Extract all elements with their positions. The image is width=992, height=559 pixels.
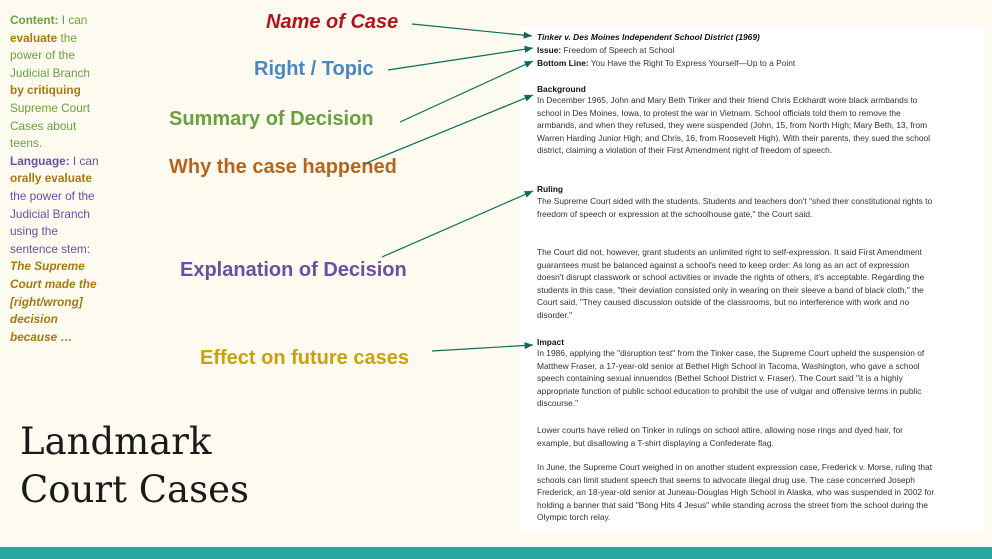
ruling-text-2: The Court did not, however, grant studen… — [537, 247, 925, 320]
arrow-explanation — [381, 190, 534, 258]
label-why: Why the case happened — [169, 156, 397, 178]
objective-text: I can — [69, 153, 99, 168]
arrow-name — [411, 23, 533, 39]
language-label: Language: — [10, 153, 70, 168]
ruling-heading: Ruling — [537, 184, 564, 194]
content-label: Content: — [10, 13, 59, 27]
issue-text: Freedom of Speech at School — [561, 45, 675, 55]
title-line: Landmark — [20, 420, 212, 463]
objective-text: the power of the Judicial Branch — [10, 30, 90, 80]
article-title: Tinker v. Des Moines Independent School … — [537, 32, 760, 42]
label-right-topic: Right / Topic — [254, 58, 374, 80]
arrow-summary — [399, 60, 534, 123]
article-issue: Issue: Freedom of Speech at School — [537, 44, 937, 57]
label-name-of-case: Name of Case — [266, 11, 399, 33]
objective-text: the power of the Judicial Branch using t… — [10, 188, 95, 256]
article-bottom-line: Bottom Line: You Have the Right To Expre… — [537, 57, 937, 70]
impact-text-2: Lower courts have relied on Tinker in ru… — [537, 425, 903, 448]
arrow-why — [363, 94, 534, 165]
impact-text-3: In June, the Supreme Court weighed in on… — [537, 462, 935, 523]
arrow-right — [387, 45, 534, 71]
background-text: In December 1965, John and Mary Beth Tin… — [537, 95, 931, 156]
objective-text: Supreme Court Cases about teens. — [10, 100, 90, 151]
page-title: Landmark Court Cases — [20, 418, 249, 514]
objective-keyword: evaluate — [10, 30, 58, 45]
title-line: Court Cases — [20, 468, 249, 511]
background-heading: Background — [537, 84, 586, 94]
sentence-stem: The Supreme Court made the [right/wrong]… — [10, 259, 97, 344]
objective-keyword: by critiquing — [10, 83, 81, 98]
impact-text: In 1986, applying the "disruption test" … — [537, 348, 925, 409]
arrow-effect — [431, 341, 534, 352]
issue-label: Issue: — [537, 45, 562, 55]
label-effect: Effect on future cases — [200, 347, 409, 369]
label-explanation: Explanation of Decision — [180, 259, 407, 281]
bottom-line-text: You Have the Right To Express Yourself—U… — [588, 58, 796, 68]
bottom-bar — [0, 547, 992, 559]
objective-text: I can — [58, 13, 88, 27]
bottom-line-label: Bottom Line: — [537, 58, 589, 68]
label-summary: Summary of Decision — [169, 108, 374, 130]
impact-heading: Impact — [537, 337, 564, 347]
learning-objective: Content: I can evaluate the power of the… — [10, 12, 106, 346]
article-panel — [520, 26, 985, 532]
ruling-text: The Supreme Court sided with the student… — [537, 196, 933, 219]
objective-keyword: orally evaluate — [10, 171, 92, 186]
